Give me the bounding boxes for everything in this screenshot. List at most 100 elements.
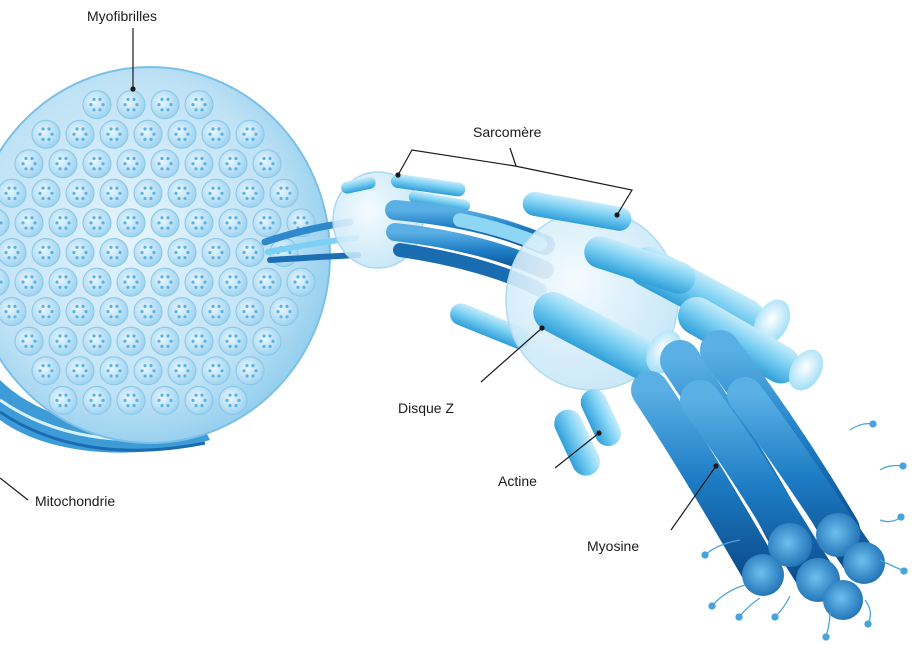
myofilament-dot <box>186 251 189 254</box>
myofilament-dot <box>81 138 84 141</box>
myofilament-dot <box>64 404 67 407</box>
myofibril-circle <box>185 327 213 355</box>
myofilament-dot <box>143 127 146 130</box>
myofilament-dot <box>262 286 265 289</box>
myofilament-dot <box>13 315 16 318</box>
myofilament-dot <box>194 98 197 101</box>
myofibril-circle <box>134 120 162 148</box>
myofilament-dot <box>132 345 135 348</box>
myofibril-circle <box>66 298 94 326</box>
myofilament-dot <box>194 108 197 111</box>
myofilament-dot <box>55 281 58 284</box>
myofibril-circle <box>49 150 77 178</box>
myofilament-dot <box>30 167 33 170</box>
myofilament-dot <box>109 256 112 259</box>
myofilament-dot <box>58 286 61 289</box>
myofilament-dot <box>41 364 44 367</box>
myofilament-dot <box>254 310 257 313</box>
myofilament-dot <box>177 256 180 259</box>
myofilament-dot <box>157 281 160 284</box>
myofilament-dot <box>211 315 214 318</box>
myofilament-dot <box>21 162 24 165</box>
myofilament-dot <box>259 281 262 284</box>
myofilament-dot <box>47 197 50 200</box>
myofilament-dot <box>194 394 197 397</box>
myofilament-dot <box>160 334 163 337</box>
myofilament-dot <box>279 315 282 318</box>
myofibril-circle <box>270 179 298 207</box>
myofilament-dot <box>237 162 240 165</box>
myofibril-circle <box>83 386 111 414</box>
myofibril-circle <box>185 91 213 119</box>
myofilament-dot <box>149 246 152 249</box>
myofilament-dot <box>64 394 67 397</box>
myofilament-dot <box>211 127 214 130</box>
myofilament-dot <box>194 345 197 348</box>
myofilament-dot <box>183 127 186 130</box>
myofibril-circle <box>83 91 111 119</box>
myofilament-dot <box>262 334 265 337</box>
myofibril-circle <box>32 239 60 267</box>
myofilament-dot <box>220 369 223 372</box>
myofilament-dot <box>58 275 61 278</box>
myofilament-dot <box>186 310 189 313</box>
myofilament-dot <box>92 275 95 278</box>
myofilament-dot <box>106 369 109 372</box>
myofilament-dot <box>271 340 274 343</box>
myofilament-dot <box>174 133 177 136</box>
myofilament-dot <box>132 286 135 289</box>
myofilament-dot <box>41 246 44 249</box>
myofibril-circle <box>151 327 179 355</box>
myofilament-dot <box>200 404 203 407</box>
myofilament-dot <box>211 305 214 308</box>
myofilament-dot <box>203 162 206 165</box>
myofilament-dot <box>143 315 146 318</box>
myofilament-dot <box>251 374 254 377</box>
myofilament-dot <box>75 246 78 249</box>
myofibril-circle <box>202 298 230 326</box>
myofilament-dot <box>242 192 245 195</box>
myofilament-dot <box>126 404 129 407</box>
myofibril-circle <box>100 179 128 207</box>
myofilament-dot <box>166 157 169 160</box>
myofilament-dot <box>183 315 186 318</box>
myofilament-dot <box>4 251 7 254</box>
myofilament-dot <box>7 246 10 249</box>
myofilament-dot <box>16 310 19 313</box>
myofilament-dot <box>166 108 169 111</box>
myofilament-dot <box>106 310 109 313</box>
myofilament-dot <box>140 251 143 254</box>
myofibril-circle <box>202 179 230 207</box>
myofilament-dot <box>177 138 180 141</box>
myofilament-dot <box>211 187 214 190</box>
myofilament-dot <box>126 157 129 160</box>
myofilament-dot <box>140 133 143 136</box>
myofilament-dot <box>259 162 262 165</box>
myofibril-circle <box>151 386 179 414</box>
myofilament-dot <box>254 133 257 136</box>
myofilament-dot <box>228 157 231 160</box>
myofilament-dot <box>47 364 50 367</box>
myofilament-dot <box>285 197 288 200</box>
myofilament-dot <box>81 305 84 308</box>
myofibril-circle <box>236 298 264 326</box>
myofilament-dot <box>157 162 160 165</box>
myofibril-circle <box>32 357 60 385</box>
myofilament-dot <box>149 305 152 308</box>
myofilament-dot <box>191 340 194 343</box>
myofilament-dot <box>75 315 78 318</box>
myofilament-dot <box>7 305 10 308</box>
myofilament-dot <box>135 340 138 343</box>
myofilament-dot <box>92 167 95 170</box>
myofilament-dot <box>123 221 126 224</box>
myofibril-circle <box>151 268 179 296</box>
myofilament-dot <box>50 251 53 254</box>
myofilament-dot <box>101 340 104 343</box>
myofilament-dot <box>33 162 36 165</box>
myofilament-dot <box>149 127 152 130</box>
myofilament-dot <box>84 133 87 136</box>
myofilament-dot <box>186 192 189 195</box>
myofibril-circle <box>117 209 145 237</box>
label-actine: Actine <box>498 473 537 489</box>
myofilament-dot <box>271 281 274 284</box>
